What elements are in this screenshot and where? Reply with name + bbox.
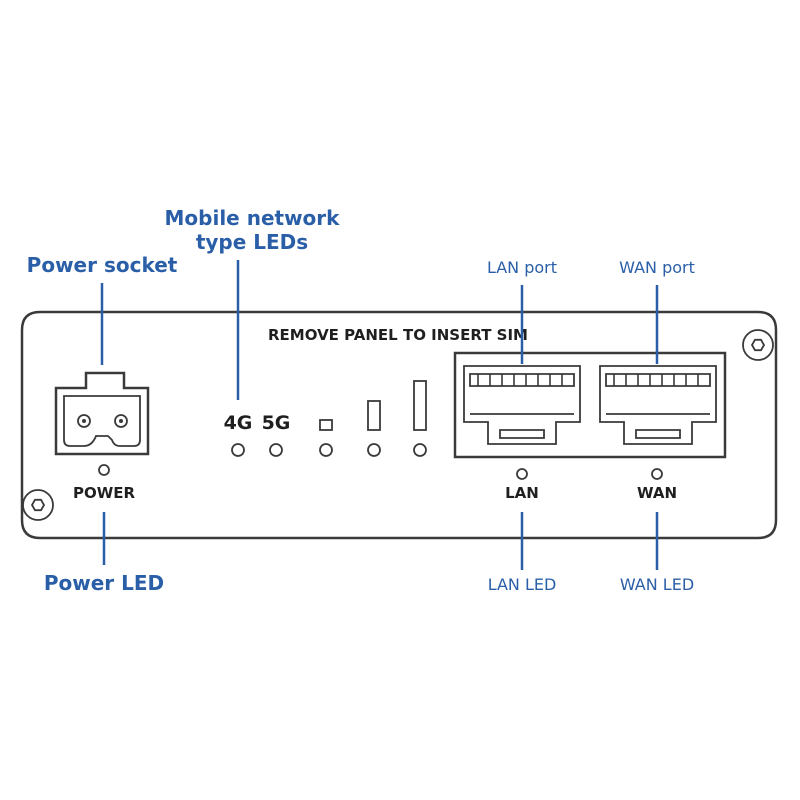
wan-label: WAN	[637, 484, 677, 502]
power-connector-icon	[54, 371, 150, 456]
hex-screw-icon	[22, 489, 54, 521]
callout-lan-port: LAN port	[487, 258, 557, 277]
signal-led	[367, 443, 381, 457]
lan-label: LAN	[505, 484, 539, 502]
label-5g: 5G	[262, 412, 291, 434]
lan-led	[516, 468, 528, 480]
callout-wan-port: WAN port	[619, 258, 695, 277]
power-label: POWER	[73, 484, 136, 502]
rj45-port-icon	[599, 365, 717, 445]
led-4g	[231, 443, 245, 457]
rj45-port-icon	[463, 365, 581, 445]
wan-led	[651, 468, 663, 480]
signal-bar-icon	[319, 419, 333, 431]
callout-power-led: Power LED	[44, 571, 164, 595]
sim-notice: REMOVE PANEL TO INSERT SIM	[268, 326, 528, 344]
signal-bar-icon	[367, 400, 381, 431]
led-5g	[269, 443, 283, 457]
callout-power-socket: Power socket	[27, 253, 178, 277]
hex-screw-icon	[742, 329, 774, 361]
signal-led	[413, 443, 427, 457]
callout-mobile-leds-line2: type LEDs	[196, 230, 308, 254]
signal-bar-icon	[413, 380, 427, 431]
callout-mobile-leds-line1: Mobile network	[165, 206, 341, 230]
callout-lan-led: LAN LED	[488, 575, 557, 594]
signal-led	[319, 443, 333, 457]
power-led	[98, 464, 110, 476]
label-4g: 4G	[224, 412, 253, 434]
callout-wan-led: WAN LED	[620, 575, 694, 594]
